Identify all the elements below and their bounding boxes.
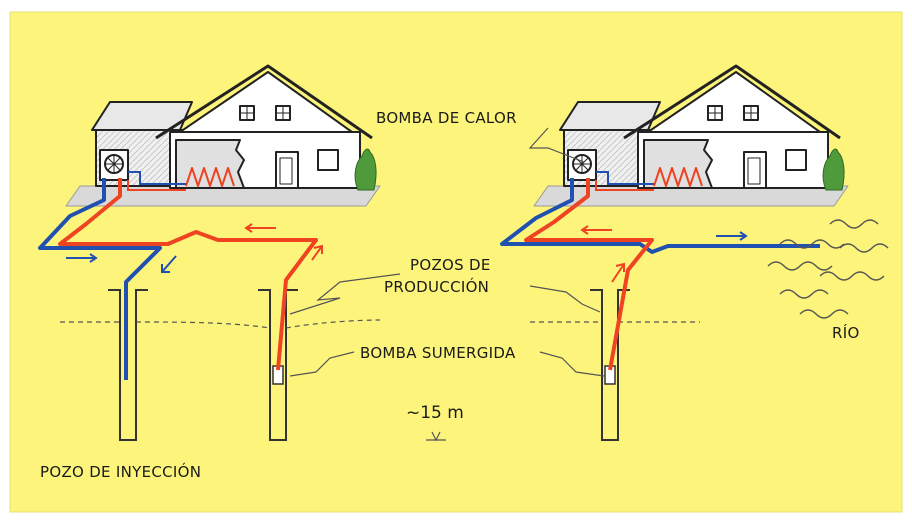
right-hot-pipe — [524, 178, 654, 371]
left-radiator-coil — [185, 167, 235, 187]
leader-lines — [289, 127, 605, 377]
left-window — [317, 149, 339, 171]
left-house-roof — [155, 64, 373, 140]
right-window — [785, 149, 807, 171]
label-river: RÍO — [832, 323, 860, 342]
injection-well — [108, 289, 148, 441]
water-table — [60, 319, 700, 329]
leader-production-right — [529, 285, 601, 313]
label-heat-pump: BOMBA DE CALOR — [376, 109, 517, 127]
production-well-2 — [590, 289, 630, 441]
leader-production-left — [289, 273, 401, 315]
right-cold-pipe — [500, 178, 820, 254]
left-hot-pipe — [58, 178, 318, 371]
arrow-icon — [66, 223, 748, 283]
right-house-roof — [623, 64, 841, 140]
label-production-wells-1: POZOS DE — [410, 256, 491, 274]
wells — [108, 289, 630, 441]
label-injection-well: POZO DE INYECCIÓN — [40, 462, 201, 481]
wave-icon — [767, 219, 889, 319]
left-house — [65, 64, 381, 207]
production-well-1 — [258, 289, 298, 441]
label-submersible-pump: BOMBA SUMERGIDA — [360, 344, 516, 362]
right-house-gable — [647, 71, 821, 133]
right-cutaway — [643, 139, 713, 189]
left-cutaway — [175, 139, 245, 189]
depth-marker — [426, 431, 446, 442]
label-production-wells-2: PRODUCCIÓN — [384, 277, 489, 296]
left-house-gable — [179, 71, 353, 133]
leader-submersible-right — [539, 351, 605, 377]
label-depth: ~15 m — [406, 403, 464, 423]
right-shrub — [822, 148, 845, 191]
right-house — [533, 64, 849, 207]
left-cold-pipe — [38, 178, 162, 380]
leader-submersible-left — [289, 351, 355, 377]
left-shrub — [354, 148, 377, 191]
right-radiator-coil — [653, 167, 703, 187]
leader-heat-pump — [528, 127, 585, 163]
